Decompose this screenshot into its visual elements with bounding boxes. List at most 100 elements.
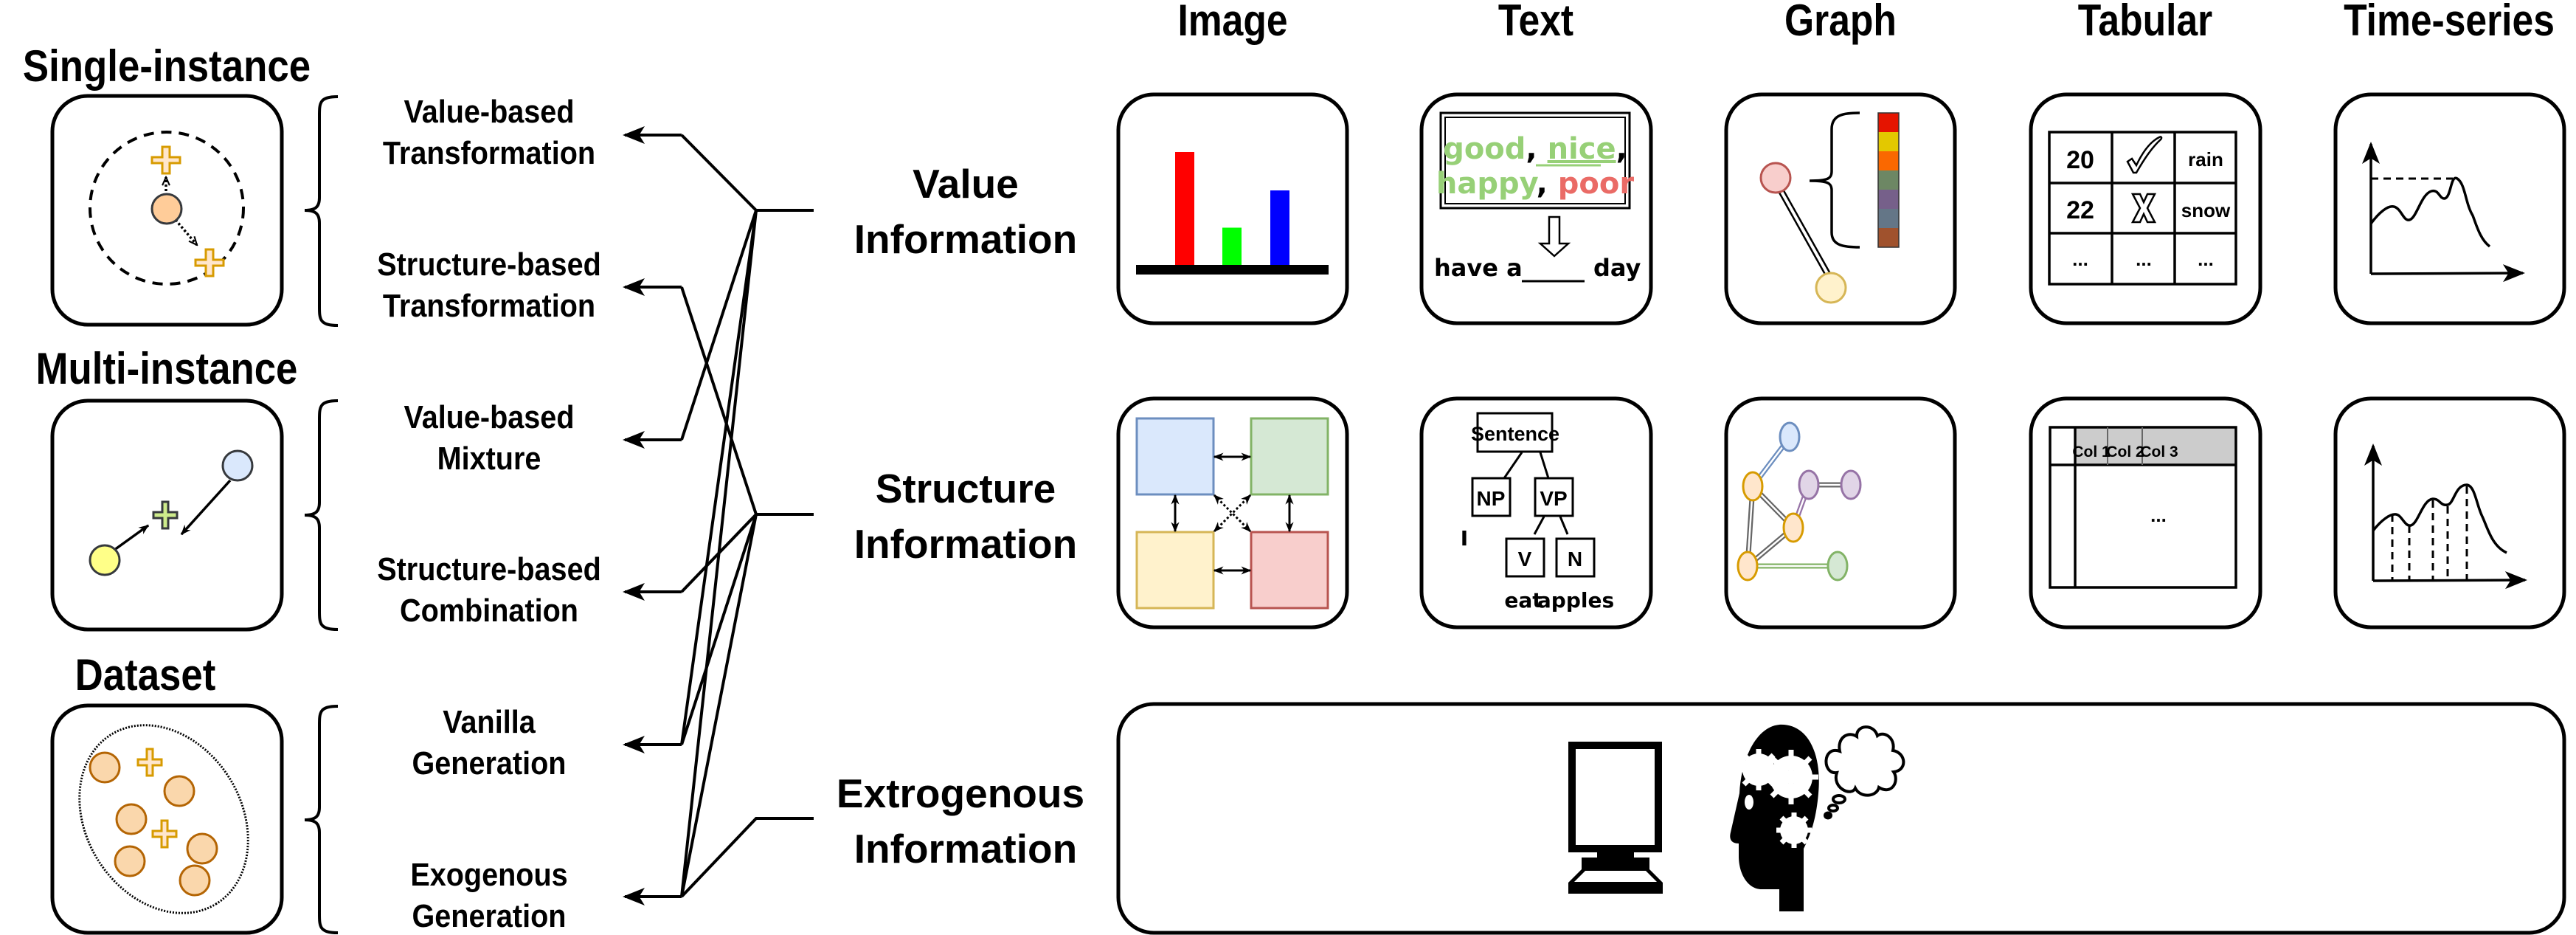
- link-value-vm: [680, 210, 758, 441]
- method-structure-based-combination[interactable]: Structure-based Combination: [377, 551, 601, 628]
- graph-nodes: [1737, 421, 1862, 582]
- cell-frame: [2333, 396, 2566, 629]
- tree-node-vp: [1534, 477, 1574, 517]
- patch-yellow: [1135, 531, 1215, 610]
- table-border: [2048, 131, 2237, 286]
- header-row-bg: [2075, 427, 2236, 465]
- bar: [1222, 227, 1242, 265]
- link-structure-eg: [680, 514, 758, 897]
- cell-frame: [1724, 396, 1957, 629]
- cell-frame: [1116, 92, 1349, 325]
- group-multi-instance: Multi-instance: [36, 344, 298, 632]
- monitor-neck: [1597, 852, 1634, 859]
- graph-value-cell: [1724, 92, 1957, 325]
- tree-label: NP: [1477, 487, 1506, 510]
- tree-node-sentence: [1476, 412, 1554, 453]
- tree-node-np: [1471, 477, 1512, 517]
- method-line1: Structure-based: [377, 246, 601, 282]
- gear-teeth: [1738, 749, 1818, 848]
- brace-multi-instance: [304, 399, 339, 631]
- link-structure-vg: [680, 514, 758, 745]
- group-single-instance: Single-instance: [23, 41, 311, 327]
- group-title: Single-instance: [23, 41, 311, 91]
- thought-cloud-icon: [1824, 725, 1905, 820]
- sample-node: [114, 845, 146, 877]
- feature-segment: [1878, 228, 1899, 247]
- tree-edge: [1503, 452, 1523, 479]
- graph-node: [1827, 551, 1849, 582]
- tree-edge: [1559, 516, 1569, 535]
- tree-label: VP: [1540, 487, 1567, 510]
- parse-tree-nodes: [1471, 412, 1596, 578]
- tooth: [1742, 753, 1776, 787]
- info-structure-line1: Structure: [876, 466, 1056, 511]
- graph-node: [1742, 471, 1764, 502]
- link-structure-st: [680, 286, 758, 515]
- method-line2: Transformation: [383, 287, 595, 323]
- group-dataset: Dataset: [50, 650, 284, 935]
- space: [1548, 167, 1558, 201]
- comma: ,: [1537, 167, 1548, 201]
- generated-sample-plus-icon: [136, 748, 163, 777]
- sentence-start: have a: [1434, 254, 1523, 282]
- value-table-grid: [2048, 131, 2237, 286]
- bar-chart-baseline: [1136, 265, 1329, 275]
- time-series-structure-cell: [2333, 396, 2566, 629]
- group-title: Dataset: [75, 650, 216, 700]
- tabular-structure-cell: Col 1 Col 2 Col 3 ...: [2029, 396, 2262, 629]
- mix-arrow: [110, 524, 150, 553]
- sample-node: [163, 775, 195, 807]
- parse-tree-edges: [1503, 452, 1569, 535]
- comma: ,: [1616, 132, 1627, 166]
- method-value-based-mixture[interactable]: Value-based Mixture: [404, 399, 574, 476]
- method-labels: Value-based Transformation Structure-bas…: [377, 93, 601, 934]
- method-exogenous-generation[interactable]: Exogenous Generation: [410, 856, 567, 934]
- patch-blue: [1135, 417, 1215, 496]
- dataset-boundary: [78, 724, 249, 914]
- thought-bubble: [1827, 804, 1839, 812]
- sentence-end: day: [1593, 254, 1641, 282]
- sample-node: [115, 803, 148, 835]
- modality-headers: Image Text Graph Tabular Time-series: [1177, 0, 2554, 45]
- graph-edge-inner: [1779, 190, 1829, 275]
- method-line1: Exogenous: [410, 856, 567, 892]
- patch-red: [1250, 531, 1329, 610]
- method-line1: Vanilla: [443, 703, 536, 739]
- info-value-line2: Information: [854, 216, 1077, 262]
- group-title: Multi-instance: [36, 344, 298, 393]
- word-nice: nice: [1548, 132, 1616, 166]
- extrogenous-cell: [1116, 702, 2566, 935]
- series-curve: [2372, 483, 2507, 554]
- tree-label: N: [1568, 548, 1582, 570]
- info-value-line1: Value: [913, 161, 1019, 207]
- header-tabular: Tabular: [2078, 0, 2212, 45]
- patch-relations: [1171, 452, 1294, 575]
- tree-node-v: [1505, 537, 1545, 578]
- mixed-sample-plus-icon: [152, 500, 179, 530]
- table-cell: 22: [2066, 196, 2094, 224]
- graph-node: [1798, 469, 1820, 500]
- cloze-sentence: have a: [1434, 254, 1523, 282]
- tree-edge: [1533, 516, 1545, 535]
- mix-arrow: [180, 479, 232, 536]
- method-line2: Combination: [400, 592, 578, 628]
- feature-segment: [1878, 113, 1899, 132]
- method-value-based-transformation[interactable]: Value-based Transformation: [383, 93, 595, 170]
- monitor-screen: [1576, 749, 1655, 845]
- text-value-cell: good, nice, happy, poor have a day: [1419, 92, 1653, 325]
- space: [1537, 132, 1548, 166]
- method-vanilla-generation[interactable]: Vanilla Generation: [412, 703, 567, 781]
- table-cell: ...: [2136, 248, 2152, 270]
- augmentation-neighborhood-circle: [89, 131, 245, 286]
- x-axis-arrow: [2372, 571, 2527, 590]
- feature-segment: [1878, 170, 1899, 190]
- original-sample-node: [150, 193, 183, 225]
- feature-segment: [1878, 132, 1899, 151]
- column-header: Col 1: [2072, 444, 2111, 460]
- time-series-value-cell: [2333, 92, 2566, 325]
- method-line1: Structure-based: [377, 551, 601, 587]
- generated-sample-plus-icon: [151, 819, 178, 849]
- keyboard-top: [1574, 871, 1657, 882]
- method-structure-based-transformation[interactable]: Structure-based Transformation: [377, 246, 601, 323]
- graph-structure-cell: [1724, 396, 1957, 629]
